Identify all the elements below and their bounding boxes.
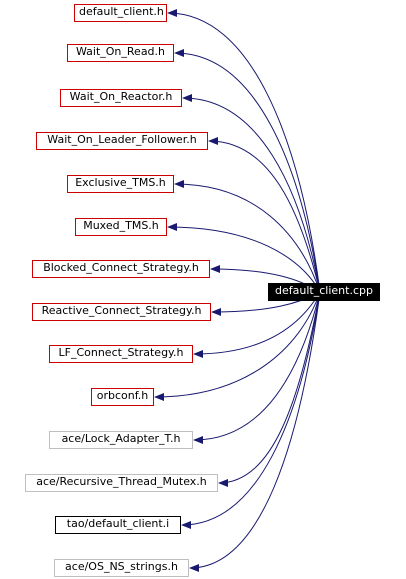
node-tao-default-client-i[interactable]: tao/default_client.i bbox=[55, 516, 181, 534]
node-muxed-tms-h[interactable]: Muxed_TMS.h bbox=[75, 218, 167, 236]
node-reactive-connect-strategy-h[interactable]: Reactive_Connect_Strategy.h bbox=[32, 303, 211, 321]
edge-wait-on-leader-follower-h bbox=[208, 137, 321, 293]
node-lf-connect-strategy-h[interactable]: LF_Connect_Strategy.h bbox=[49, 345, 193, 363]
node-blocked-connect-strategy-h[interactable]: Blocked_Connect_Strategy.h bbox=[32, 260, 210, 278]
node-ace-lock-adapter-t-h[interactable]: ace/Lock_Adapter_T.h bbox=[49, 431, 193, 449]
edge-tao-default-client-i bbox=[181, 291, 321, 529]
edge-wait-on-reactor-h bbox=[182, 94, 321, 293]
node-wait-on-leader-follower-h[interactable]: Wait_On_Leader_Follower.h bbox=[36, 132, 208, 150]
node-ace-os-ns-strings-h[interactable]: ace/OS_NS_strings.h bbox=[54, 559, 189, 577]
node-wait-on-reactor-h[interactable]: Wait_On_Reactor.h bbox=[60, 89, 182, 107]
edge-lf-connect-strategy-h bbox=[193, 291, 321, 358]
edge-default-client-h bbox=[167, 9, 321, 293]
node-default-client-h[interactable]: default_client.h bbox=[74, 4, 167, 22]
node-exclusive-tms-h[interactable]: Exclusive_TMS.h bbox=[67, 175, 174, 193]
edge-ace-lock-adapter-t-h bbox=[193, 291, 321, 444]
node-ace-recursive-thread-mutex-h[interactable]: ace/Recursive_Thread_Mutex.h bbox=[25, 474, 218, 492]
root-node-default-client-cpp: default_client.cpp bbox=[268, 283, 380, 301]
edge-exclusive-tms-h bbox=[174, 180, 321, 293]
edge-ace-os-ns-strings-h bbox=[189, 291, 321, 572]
edge-wait-on-read-h bbox=[174, 49, 321, 293]
edge-muxed-tms-h bbox=[167, 223, 321, 293]
node-wait-on-read-h[interactable]: Wait_On_Read.h bbox=[67, 44, 174, 62]
edge-orbconf-h bbox=[154, 291, 321, 401]
edge-ace-recursive-thread-mutex-h bbox=[218, 291, 321, 487]
node-orbconf-h[interactable]: orbconf.h bbox=[91, 388, 154, 406]
